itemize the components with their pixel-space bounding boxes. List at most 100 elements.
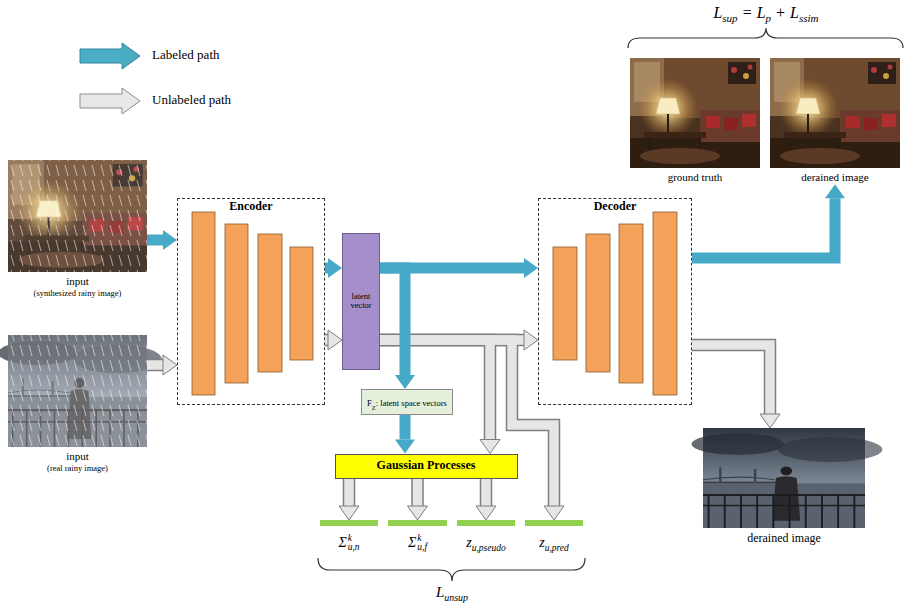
connector — [380, 268, 405, 375]
math-symbol: z — [466, 535, 471, 550]
real-rainy-photo — [0, 335, 162, 447]
module-title: Decoder — [539, 199, 691, 214]
index-stack: ku,f — [417, 534, 427, 553]
connector-outline — [480, 479, 493, 507]
output-bar: zu,pred — [525, 520, 583, 554]
green-bar — [388, 520, 447, 526]
image-panel: ground truth — [630, 58, 760, 184]
image-panel: input(synthesized rainy image) — [8, 160, 147, 298]
encoder-layers — [192, 212, 313, 395]
green-bar — [457, 520, 515, 526]
box-text: Gaussian Processes — [377, 459, 476, 472]
output-bar: Σku,f — [388, 520, 447, 553]
image-panel: input(real rainy image) — [8, 335, 147, 473]
connector-path — [692, 345, 770, 414]
formula: Σku,n — [338, 533, 359, 553]
math-index: Z — [372, 404, 376, 411]
math-index: unsup — [444, 592, 468, 603]
image-panel: derained image — [770, 58, 900, 184]
connector — [405, 415, 406, 440]
connector-path — [147, 235, 163, 246]
bottom-brace — [318, 558, 585, 581]
math-symbol: : latent space vectors — [376, 398, 447, 408]
connector-outline — [411, 479, 424, 507]
labeled-arrow-sample — [80, 43, 140, 69]
feature-box: FZ: latent space vectors — [361, 389, 453, 415]
layer-bar — [192, 212, 215, 395]
caption-text: (real rainy image) — [47, 463, 108, 473]
layer-bar — [258, 234, 282, 372]
math-symbol: L — [436, 584, 444, 600]
legend-arrows — [80, 43, 140, 114]
math-index: p — [766, 12, 772, 24]
math-index: k — [417, 534, 427, 544]
layer-bar — [290, 247, 313, 360]
layer-bar — [653, 212, 677, 395]
images — [0, 58, 900, 528]
box-text: latent vector — [345, 292, 377, 311]
unlabeled-connectors — [147, 340, 770, 506]
synthetic-rainy-photo — [8, 160, 147, 272]
ground-truth-photo — [630, 58, 760, 168]
loss-formula: Lunsup — [436, 582, 468, 604]
connector-path — [147, 360, 163, 370]
math-symbol: L — [757, 4, 766, 21]
rain-fog — [8, 335, 147, 447]
connector-path — [325, 335, 328, 345]
layer-bar — [586, 234, 610, 372]
caption-text: ground truth — [668, 171, 723, 184]
output-bar: Σku,n — [320, 520, 378, 553]
math-symbol: L — [790, 4, 799, 21]
loss-formula: Lsup=Lp+Lssim — [713, 3, 818, 25]
layer-bar — [619, 224, 643, 383]
connector — [325, 340, 328, 341]
legend-entry: Labeled path — [152, 47, 220, 63]
connector-path — [400, 415, 411, 440]
math-symbol: Σ — [338, 535, 346, 550]
connector — [692, 198, 835, 258]
connector — [349, 479, 350, 507]
green-bar — [320, 520, 378, 526]
braces — [318, 28, 903, 581]
math-symbol: + — [776, 4, 785, 21]
connector-path — [413, 479, 423, 507]
math-index: k — [348, 534, 360, 544]
connector — [147, 365, 163, 366]
connector-outline — [343, 479, 356, 507]
layer-bar — [225, 224, 248, 383]
connector-path — [692, 198, 835, 258]
latent-box: latent vector — [342, 233, 380, 370]
legend-text: Unlabeled path — [152, 92, 231, 107]
math-symbol: L — [713, 4, 722, 21]
caption-text: (synthesized rainy image) — [34, 288, 122, 298]
encoder-box: Encoder — [177, 198, 325, 405]
connector — [325, 268, 328, 269]
math-symbol: Σ — [408, 535, 416, 550]
connector-path — [481, 479, 491, 507]
connector-path — [344, 479, 354, 507]
rain-streaks — [8, 160, 147, 272]
connector — [486, 479, 487, 507]
derained-real-photo — [691, 428, 882, 528]
connector — [147, 240, 163, 241]
caption-text: derained image — [801, 171, 869, 184]
formula: FZ: latent space vectors — [367, 392, 447, 412]
formula: zu,pred — [539, 533, 569, 554]
math-symbol: F — [367, 398, 372, 408]
math-index: sup — [722, 12, 737, 24]
rain-streaks — [8, 335, 147, 447]
process-box: Gaussian Processes — [335, 454, 518, 479]
connector — [692, 345, 770, 414]
caption-text: input — [66, 450, 89, 463]
connector-outlines — [147, 340, 770, 506]
caption-text: derained image — [747, 531, 821, 545]
math-symbol: = — [743, 4, 752, 21]
top-brace — [628, 28, 903, 48]
formula: Σku,f — [408, 533, 427, 553]
connector-outline — [325, 334, 328, 347]
image-panel: derained image — [703, 428, 865, 545]
derained-photo — [770, 58, 900, 168]
connector-path — [325, 263, 328, 274]
